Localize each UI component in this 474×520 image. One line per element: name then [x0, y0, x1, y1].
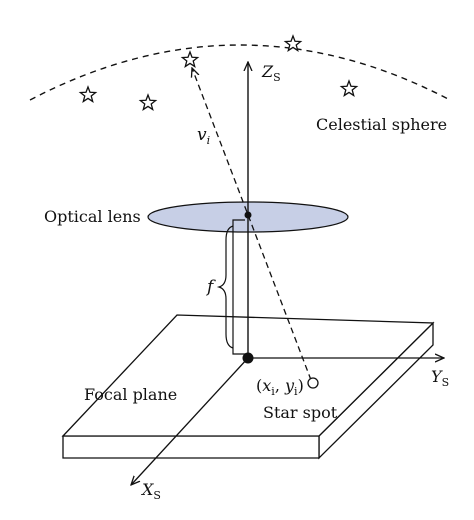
coord-y-symbol: y	[284, 376, 295, 395]
star-icon	[283, 34, 303, 52]
coord-separator: ,	[275, 376, 285, 395]
origin-point	[242, 352, 254, 364]
star-icon	[180, 50, 200, 68]
star-vector-symbol: v	[197, 125, 207, 145]
star-icon	[283, 34, 303, 52]
y-axis-symbol: Y	[431, 367, 443, 386]
x-axis-label: XS	[140, 480, 161, 502]
star-icon	[78, 85, 98, 103]
z-axis-symbol: Z	[261, 62, 274, 81]
optical-lens-label: Optical lens	[44, 207, 141, 226]
celestial-sphere-arc	[29, 44, 451, 101]
y-axis-subscript: S	[442, 376, 450, 389]
star-icon	[138, 93, 158, 111]
x-axis	[131, 357, 249, 485]
star-icon	[339, 79, 359, 97]
y-axis-label: YS	[431, 367, 449, 389]
x-axis-subscript: S	[153, 489, 161, 502]
star-vector-subscript: i	[207, 134, 211, 147]
focal-plane-side-front	[62, 435, 320, 459]
celestial-sphere-label: Celestial sphere	[316, 115, 447, 134]
star-vector-ray	[192, 68, 312, 381]
star-vector-label: vi	[197, 125, 210, 147]
small-circle-icon	[307, 377, 319, 389]
focal-plane-label: Focal plane	[84, 385, 177, 404]
focal-length-label: f	[205, 277, 216, 297]
star-icon	[78, 85, 98, 103]
focal-length-bracket	[232, 219, 245, 355]
focal-length-brace	[216, 225, 234, 349]
star-icon	[339, 79, 359, 97]
coord-close-paren: )	[298, 376, 304, 395]
z-axis-label: ZS	[261, 62, 281, 84]
star-icon	[138, 93, 158, 111]
lens-center-point	[244, 211, 252, 219]
star-icon	[180, 50, 200, 68]
coord-open-paren: (	[256, 376, 262, 395]
coord-y-subscript: i	[294, 385, 298, 398]
coord-x-subscript: i	[271, 385, 275, 398]
x-axis-symbol: X	[140, 480, 154, 499]
z-axis-subscript: S	[273, 71, 281, 84]
focal-plane-top	[61, 314, 435, 437]
focal-plane-slab	[61, 314, 435, 460]
coord-x-symbol: x	[262, 376, 271, 395]
star-spot-label: Star spot	[263, 403, 338, 422]
star-spot-coordinates: (xi, yi)	[256, 376, 304, 398]
